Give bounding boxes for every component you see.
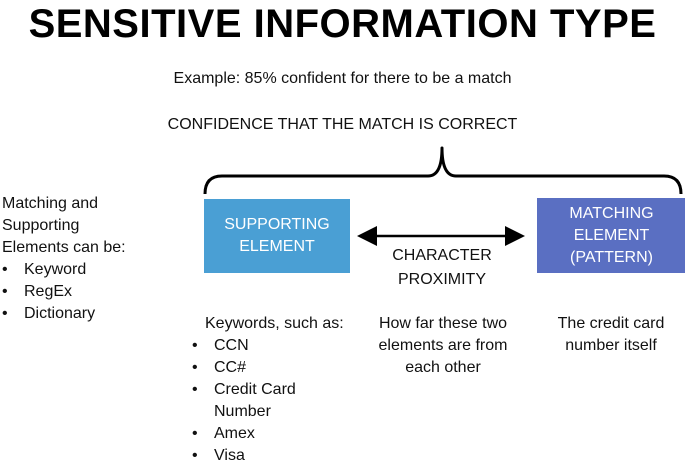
proximity-label: CHARACTER PROXIMITY [392,247,492,288]
list-item: Dictionary [2,303,142,325]
example-caption: Example: 85% confident for there to be a… [173,70,512,87]
list-item: Visa [192,445,362,467]
list-item: Credit Card Number [192,379,362,423]
supporting-element-label: SUPPORTING ELEMENT [224,216,330,255]
keywords-block: Keywords, such as: CCN CC# Credit Card N… [192,313,362,467]
elements-note-list: Keyword RegEx Dictionary [2,259,142,325]
matching-description: The credit card number itself [557,315,665,354]
list-item: CC# [192,357,362,379]
supporting-element-box: SUPPORTING ELEMENT [204,199,350,273]
confidence-label: CONFIDENCE THAT THE MATCH IS CORRECT [167,116,518,133]
matching-element-box: MATCHING ELEMENT (PATTERN) [537,198,685,273]
page-title: SENSITIVE INFORMATION TYPE [28,2,657,46]
list-item: Keyword [2,259,142,281]
elements-note-heading: Matching and Supporting Elements can be: [2,195,126,256]
keywords-list: CCN CC# Credit Card Number Amex Visa [192,335,362,467]
list-item: RegEx [2,281,142,303]
list-item: CCN [192,335,362,357]
elements-note: Matching and Supporting Elements can be:… [2,193,142,325]
list-item: Amex [192,423,362,445]
matching-element-label: MATCHING ELEMENT (PATTERN) [569,204,654,266]
keywords-heading: Keywords, such as: [205,315,344,332]
confidence-brace [203,146,683,195]
proximity-description: How far these two elements are from each… [378,315,508,376]
